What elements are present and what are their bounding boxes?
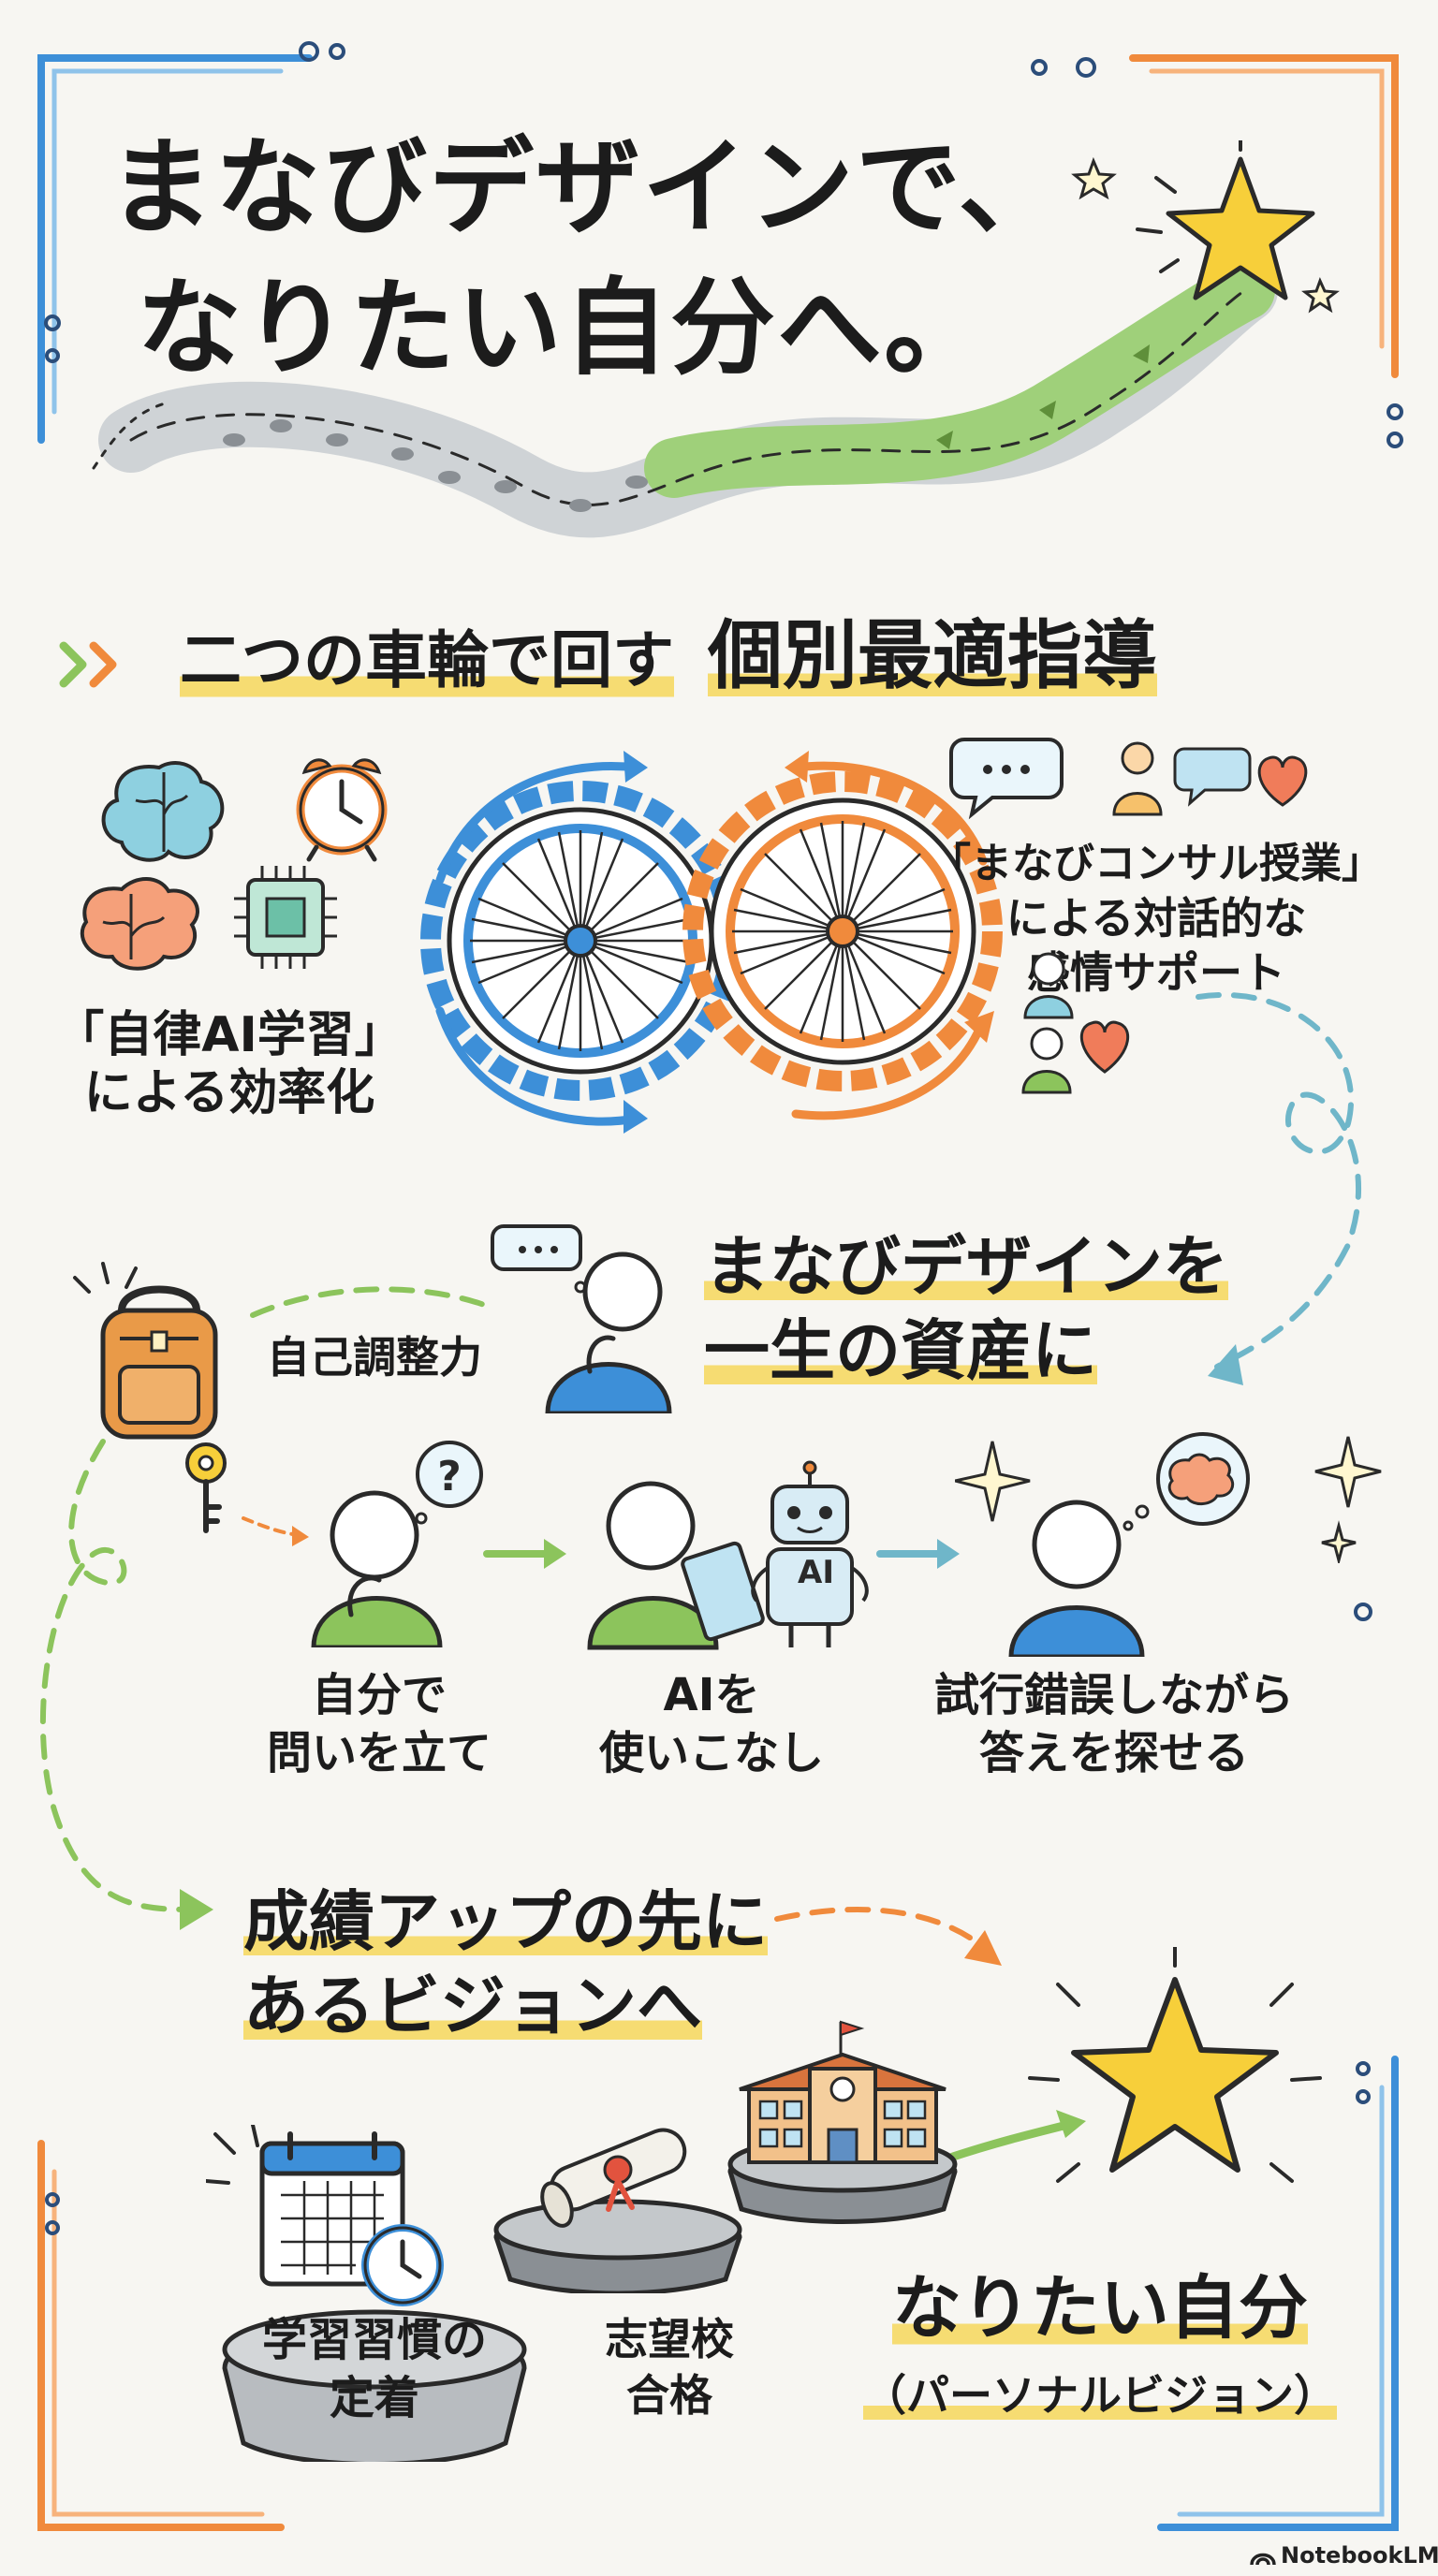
stage1-line-2: 定着	[329, 2372, 420, 2424]
arrow-to-goal-head	[1056, 2110, 1086, 2138]
stage1-illustration	[206, 2125, 527, 2462]
step2-person-robot-icon	[587, 1460, 869, 1650]
step2-line-2: 使いこなし	[598, 1727, 825, 1779]
arrow-to-goal	[946, 2120, 1072, 2162]
goal-line-2: （パーソナルビジョン）	[863, 2366, 1337, 2424]
step3-person-icon	[955, 1432, 1250, 1657]
sparkle-icon	[955, 1441, 1031, 1522]
stage2-line-1: 志望校	[605, 2314, 734, 2364]
notebooklm-logo-icon	[1250, 2553, 1276, 2566]
step-arrows	[242, 1516, 960, 1569]
section2-heading-line-2: 一生の資産に	[704, 1310, 1097, 1391]
winding-road	[92, 257, 1278, 538]
brain-thought-icon	[1156, 1432, 1250, 1526]
stage1-line-1: 学習習慣の	[261, 2314, 488, 2366]
goal-line-1: なりたい自分	[892, 2265, 1308, 2351]
heart-icon	[1257, 755, 1308, 807]
skill-label: 自己調整力	[267, 1332, 482, 1383]
left-caption-line-1: 「自律AI学習」	[55, 1007, 404, 1063]
person-icon	[1112, 741, 1163, 816]
two-wheels-illustration	[420, 751, 1003, 1134]
robot-ai-badge: AI	[798, 1554, 834, 1591]
connector-arrowhead-2	[180, 1889, 213, 1930]
tablet-icon	[681, 1541, 765, 1642]
heart-icon	[1079, 1020, 1130, 1074]
footer-brand: NotebookLM	[1281, 2542, 1438, 2569]
frame-corner-top-right	[1129, 54, 1399, 378]
section2-heading-line-1: まなびデザインを	[704, 1226, 1228, 1307]
orange-wheel-icon	[682, 771, 1003, 1091]
section3-heading-line-1: 成績アップの先に	[243, 1881, 768, 1962]
decorative-dots	[44, 41, 1403, 2235]
step1-person-icon: ?	[311, 1441, 483, 1647]
connector-arrowhead-3	[964, 1930, 1002, 1966]
right-caption-line-2: による対話的な	[1005, 893, 1307, 944]
title-line-2: なりたい自分へ。	[137, 268, 990, 389]
footprints	[223, 419, 648, 512]
left-caption-line-2: による効率化	[83, 1065, 375, 1121]
chat-bubble-icon	[1173, 747, 1252, 807]
chip-icon	[234, 866, 337, 969]
section3-heading-line-2: あるビジョンへ	[243, 1966, 702, 2046]
stage2-illustration	[493, 2128, 742, 2293]
person-icon	[1021, 1027, 1072, 1094]
key-icon	[185, 1442, 227, 1533]
stage3-illustration	[727, 2020, 958, 2224]
title-line-1: まなびデザインで、	[109, 127, 1065, 249]
connector-curve-1	[1196, 992, 1361, 1369]
sparkle-icon	[1314, 1436, 1382, 1563]
consult-icons-top	[949, 738, 1308, 820]
stage2-line-2: 合格	[626, 2370, 712, 2421]
step2-line-1: AIを	[663, 1669, 760, 1721]
brain-icon	[101, 761, 225, 862]
step1-line-2: 問いを立て	[266, 1727, 492, 1779]
consult-icons-bottom	[1021, 952, 1130, 1094]
connector-line-to-goal	[774, 1907, 986, 1950]
connector-curve-2	[39, 1439, 190, 1912]
star-icon	[1071, 140, 1340, 314]
diploma-icon	[540, 2128, 687, 2228]
thinking-person-icon	[491, 1224, 672, 1413]
backpack-icon	[73, 1262, 218, 1440]
rotation-arrows	[435, 761, 988, 1126]
road-arrows	[936, 344, 1150, 449]
svg-text:?: ?	[437, 1453, 462, 1500]
frame-corner-bottom-left	[37, 2140, 285, 2531]
step1-line-1: 自分で	[311, 1669, 448, 1721]
ai-learning-icons	[80, 758, 388, 971]
right-caption-line-3: 感情サポート	[1027, 947, 1285, 998]
clock-icon	[361, 2224, 444, 2306]
frame-corner-top-left	[37, 54, 313, 444]
person-icon	[1023, 952, 1074, 1019]
step3-line-1: 試行錯誤しながら	[933, 1669, 1295, 1721]
right-caption-line-1: 「まなびコンサル授業」	[930, 840, 1383, 887]
section1-heading-large: 個別最適指導	[708, 608, 1157, 704]
speech-bubble-icon	[949, 738, 1064, 820]
connector-line-backpack	[250, 1286, 490, 1318]
star-icon	[1028, 1947, 1322, 2183]
frame-corner-bottom-right	[1157, 2056, 1399, 2531]
alarm-clock-icon	[296, 758, 388, 862]
section1-heading-small: 二つの車輪で回す	[180, 618, 674, 704]
chevron-double-icon	[59, 641, 117, 688]
robot-icon	[751, 1460, 869, 1647]
brain-icon	[80, 877, 199, 971]
step3-line-2: 答えを探せる	[978, 1727, 1250, 1779]
connector-arrowhead-1	[1208, 1344, 1243, 1385]
school-icon	[739, 2020, 946, 2164]
question-bubble-icon: ?	[415, 1441, 483, 1525]
